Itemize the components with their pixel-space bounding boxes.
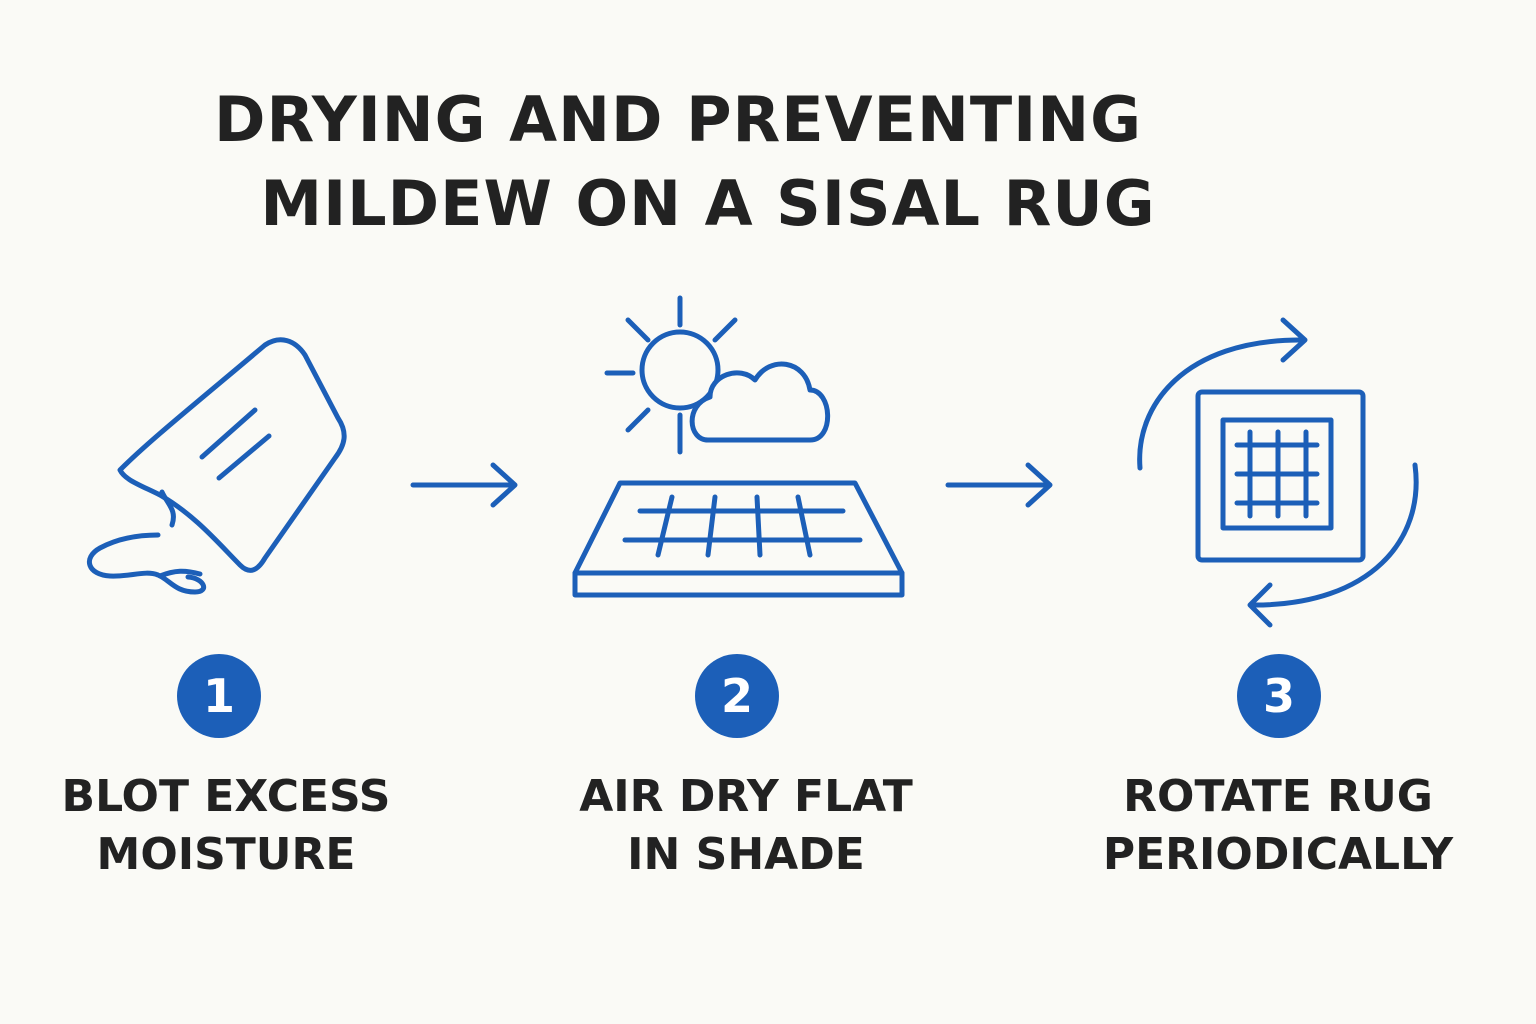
sun-icon bbox=[604, 295, 738, 455]
step-number-badge-3: 3 bbox=[1237, 654, 1321, 738]
cloud-icon bbox=[689, 361, 831, 443]
rug-icon bbox=[572, 480, 905, 598]
cloth-blotting-icon bbox=[86, 337, 347, 595]
arrow-right-icon bbox=[410, 462, 518, 508]
step-label-3: ROTATE RUG PERIODICALLY bbox=[1068, 768, 1488, 884]
title-line-2: MILDEW ON A SISAL RUG bbox=[260, 167, 1156, 240]
rotate-rug-icon bbox=[1137, 317, 1419, 628]
step-label-1-line-2: MOISTURE bbox=[96, 829, 356, 880]
step-label-3-line-2: PERIODICALLY bbox=[1102, 829, 1454, 880]
arrow-right-icon bbox=[945, 462, 1053, 508]
step-number-badge-2: 2 bbox=[695, 654, 779, 738]
sun-cloud-rug-icon bbox=[572, 295, 905, 598]
step-label-3-line-1: ROTATE RUG bbox=[1123, 771, 1433, 822]
title-line-1: DRYING AND PREVENTING bbox=[214, 83, 1142, 156]
step-label-2-line-2: IN SHADE bbox=[627, 829, 865, 880]
step-label-1: BLOT EXCESS MOISTURE bbox=[16, 768, 436, 884]
rotate-arrow-top-icon bbox=[1137, 317, 1308, 471]
rug-square-icon bbox=[1195, 389, 1366, 563]
page-title: DRYING AND PREVENTING MILDEW ON A SISAL … bbox=[0, 78, 1356, 246]
step-label-2-line-1: AIR DRY FLAT bbox=[579, 771, 913, 822]
step-label-1-line-1: BLOT EXCESS bbox=[61, 771, 391, 822]
step-number-badge-1: 1 bbox=[177, 654, 261, 738]
rotate-arrow-bottom-icon bbox=[1247, 462, 1419, 628]
step-label-2: AIR DRY FLAT IN SHADE bbox=[536, 768, 956, 884]
